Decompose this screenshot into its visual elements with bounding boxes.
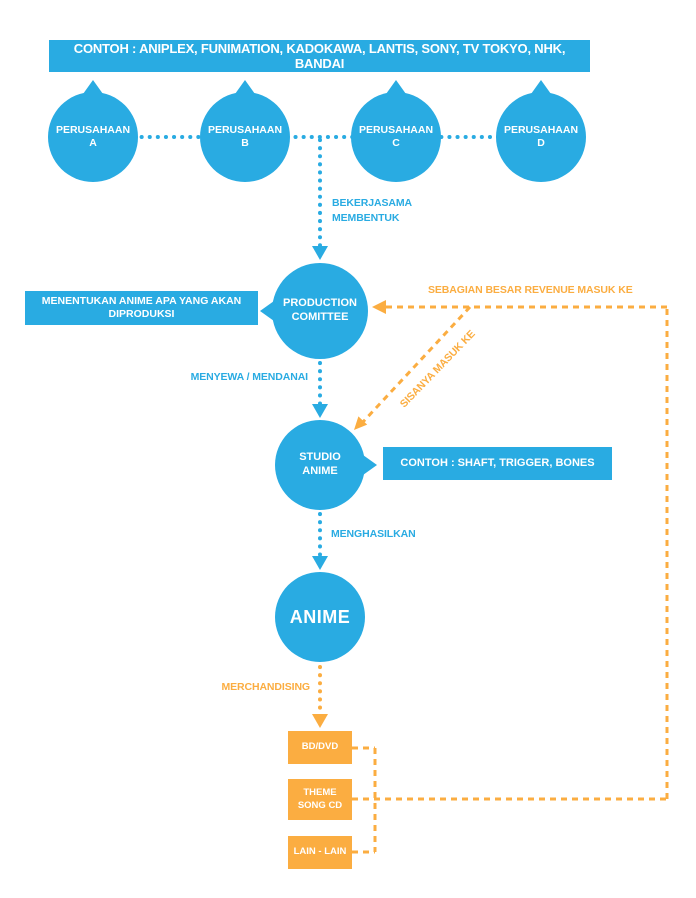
merchandising-label: MERCHANDISING: [221, 681, 310, 693]
bubble-tail-up: [235, 80, 255, 94]
company-circle-d: PERUSAHAAN D: [496, 80, 586, 182]
product-box-lain-lain: LAIN - LAIN: [288, 836, 352, 869]
company-label-c: PERUSAHAAN C: [358, 123, 434, 149]
studio-anime-label: STUDIO ANIME: [299, 451, 341, 477]
production-note-box: MENENTUKAN ANIME APA YANG AKAN DIPRODUKS…: [25, 291, 258, 325]
company-circle-a: PERUSAHAAN A: [48, 80, 138, 182]
menyewa-label: MENYEWA / MENDANAI: [190, 371, 309, 383]
studio-note-box: CONTOH : SHAFT, TRIGGER, BONES: [383, 447, 612, 480]
bubble-tail-up: [531, 80, 551, 94]
companies-banner-text: CONTOH : ANIPLEX, FUNIMATION, KADOKAWA, …: [73, 41, 566, 71]
production-note-text: MENENTUKAN ANIME APA YANG AKAN DIPRODUKS…: [41, 295, 242, 320]
company-circle-b: PERUSAHAAN B: [200, 80, 290, 182]
product-box-bd-dvd: BD/DVD: [288, 731, 352, 764]
anime-label: ANIME: [289, 606, 351, 627]
bekerjasama-arrow: [312, 138, 328, 260]
studio-anime-circle: STUDIO ANIME: [275, 420, 377, 510]
menghasilkan-label: MENGHASILKAN: [331, 528, 416, 540]
merchandising-arrow: [312, 665, 328, 728]
company-label-d: PERUSAHAAN D: [503, 123, 579, 149]
product-box-theme-song-cd: THEME SONG CD: [288, 779, 352, 820]
company-label-a: PERUSAHAAN A: [55, 123, 131, 149]
product-label-lain-lain: LAIN - LAIN: [293, 846, 347, 858]
bubble-tail-up: [386, 80, 406, 94]
revenue-major-arrow: [372, 300, 667, 314]
bubble-tail-right: [363, 455, 377, 475]
product-label-bd-dvd: BD/DVD: [301, 741, 339, 753]
company-circle-c: PERUSAHAAN C: [351, 80, 441, 182]
revenue-major-label: SEBAGIAN BESAR REVENUE MASUK KE: [428, 284, 633, 296]
menyewa-arrow: [312, 361, 328, 418]
production-committee-label: PRODUCTION COMITTEE: [283, 297, 357, 323]
revenue-minor-arrow: [354, 305, 472, 430]
studio-note-text: CONTOH : SHAFT, TRIGGER, BONES: [400, 456, 595, 469]
bekerjasama-label: BEKERJASAMA MEMBENTUK: [332, 197, 412, 224]
production-committee-circle: PRODUCTION COMITTEE: [260, 263, 368, 359]
bubble-tail-left: [260, 301, 274, 321]
products-revenue-connector: [352, 307, 669, 854]
bubble-tail-up: [83, 80, 103, 94]
company-label-b: PERUSAHAAN B: [207, 123, 283, 149]
companies-banner: CONTOH : ANIPLEX, FUNIMATION, KADOKAWA, …: [49, 40, 590, 72]
menghasilkan-arrow: [312, 512, 328, 570]
anime-circle: ANIME: [275, 572, 365, 662]
product-label-theme-song-cd: THEME SONG CD: [297, 787, 343, 811]
